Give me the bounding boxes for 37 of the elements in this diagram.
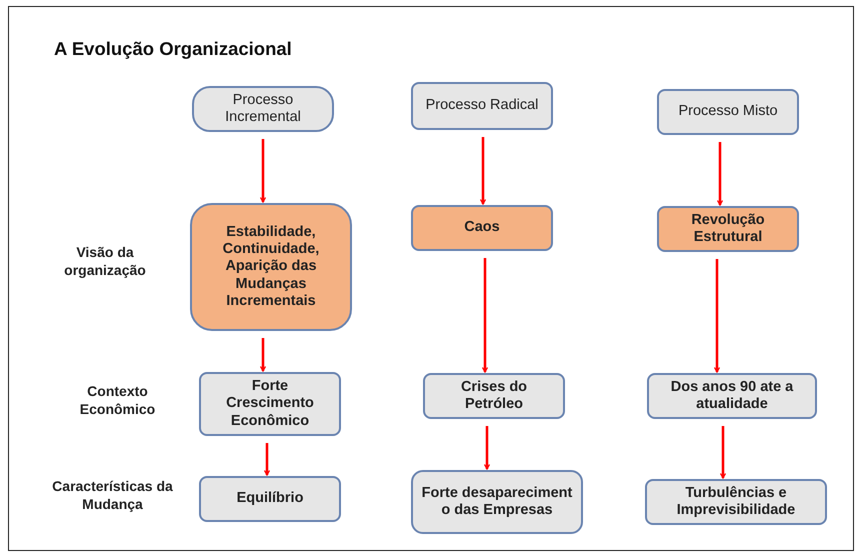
process-box bbox=[647, 373, 817, 419]
diagram-title: A Evolução Organizacional bbox=[54, 38, 292, 60]
box-text: Revolução Estrutural bbox=[690, 212, 766, 246]
box-text: Crises do Petróleo bbox=[460, 378, 528, 414]
box-text: Processo Misto bbox=[678, 103, 778, 121]
arrow bbox=[484, 426, 490, 470]
box-text: Dos anos 90 ate a atualidade bbox=[670, 378, 794, 414]
process-box bbox=[199, 476, 341, 522]
process-box bbox=[657, 89, 799, 135]
box-text: Equilíbrio bbox=[236, 490, 304, 508]
box-text: Turbulências e Imprevisibilidade bbox=[676, 484, 796, 520]
row-label: Visão da organização bbox=[63, 244, 147, 279]
arrow bbox=[264, 443, 270, 476]
row-label: Características da Mudança bbox=[51, 478, 174, 513]
arrow bbox=[260, 139, 266, 203]
highlight-box bbox=[190, 203, 352, 331]
box-text: Processo Radical bbox=[426, 97, 538, 115]
process-box bbox=[423, 373, 565, 419]
process-box bbox=[411, 82, 553, 130]
box-text: Forte Crescimento Econômico bbox=[225, 378, 315, 430]
row-label: Contexto Econômico bbox=[78, 383, 156, 418]
box-text: Processo Incremental bbox=[224, 92, 302, 126]
box-text: Forte desapareciment o das Empresas bbox=[420, 484, 574, 520]
process-box bbox=[645, 479, 827, 525]
arrow bbox=[260, 338, 266, 372]
highlight-box bbox=[411, 205, 553, 251]
arrow bbox=[480, 137, 486, 205]
process-box bbox=[192, 86, 334, 132]
box-text: Caos bbox=[464, 219, 500, 237]
arrow bbox=[720, 426, 726, 479]
arrow bbox=[714, 259, 720, 373]
highlight-box bbox=[657, 206, 799, 252]
process-box bbox=[411, 470, 583, 534]
arrow bbox=[716, 142, 724, 206]
arrow bbox=[482, 258, 488, 373]
box-text: Estabilidade, Continuidade, Aparição das Mudanças Incrementais bbox=[222, 224, 320, 310]
process-box bbox=[199, 372, 341, 436]
